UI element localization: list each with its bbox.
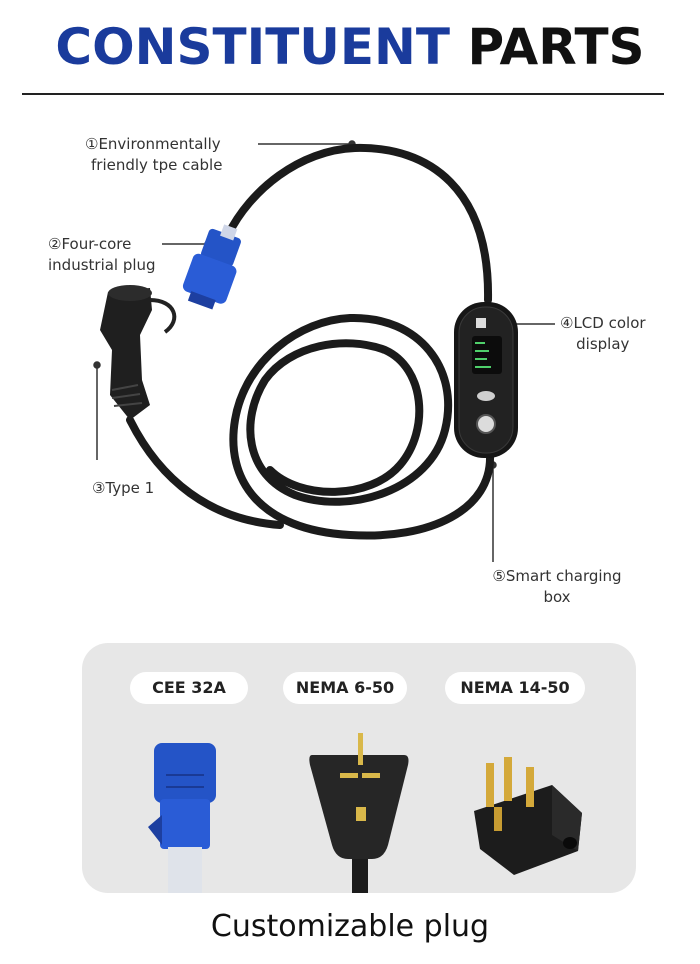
title-part-2: PARTS: [467, 18, 645, 76]
part-label-industrial-plug: ②Four-core industrial plug: [48, 235, 156, 274]
footer-caption: Customizable plug: [175, 903, 525, 951]
nema-6-50-plug-icon: [309, 733, 409, 893]
title-divider: [22, 93, 664, 95]
cable-icon: [126, 143, 495, 540]
part-label-cable: ①Environmentally friendly tpe cable: [85, 135, 223, 174]
part-label-lcd: ④LCD color display: [560, 314, 646, 353]
plug-options: [148, 733, 582, 893]
part-label-type1: ③Type 1: [92, 479, 155, 497]
type1-connector-icon: [100, 285, 177, 420]
industrial-plug-icon: [182, 224, 241, 310]
page-title: CONSTITUENT PARTS: [0, 18, 700, 76]
title-part-1: CONSTITUENT: [55, 18, 451, 76]
nema-14-50-plug-icon: [474, 757, 582, 875]
plug-option-label-cee: CEE 32A: [130, 672, 248, 704]
cee-plug-icon: [148, 743, 216, 893]
lcd-display-icon: [472, 336, 502, 374]
plug-option-label-nema-14-50: NEMA 14-50: [445, 672, 585, 704]
plug-option-label-nema-6-50: NEMA 6-50: [283, 672, 407, 704]
part-label-charging-box: ⑤Smart charging box: [492, 567, 622, 606]
charger-illustration: [93, 140, 555, 562]
charging-box-icon: [454, 302, 518, 458]
